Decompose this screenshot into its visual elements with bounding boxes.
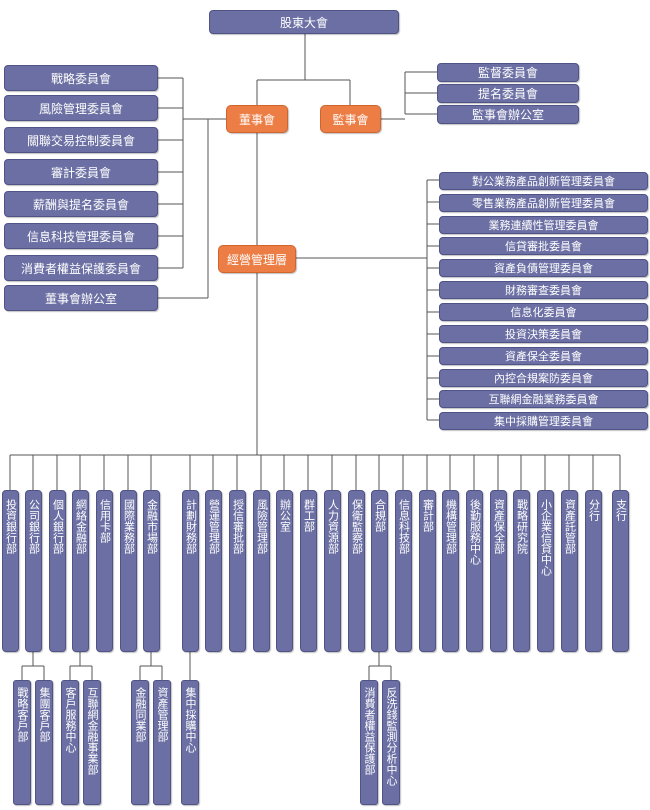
sub-department-label: 戰略客戶部 [16,687,29,742]
management-committee: 互聯網金融業務委員會 [439,390,648,408]
board-committee: 關聯交易控制委員會 [4,127,158,153]
board-committee: 消費者權益保護委員會 [4,255,158,281]
sub-department-box: 反洗錢監測分析中心 [382,680,400,805]
department-box: 資產保全部 [490,490,507,652]
sub-department-box: 客戶服務中心 [61,680,79,805]
department-label: 機構管理部 [444,499,458,554]
department-box: 信用卡部 [96,490,113,652]
department-label: 授信審批部 [231,499,245,554]
department-box: 授信審批部 [229,490,246,652]
department-box: 個人銀行部 [49,490,66,652]
department-label: 審計部 [421,499,435,532]
board-committee: 信息科技管理委員會 [4,223,158,249]
department-box: 審計部 [419,490,436,652]
sub-department-box: 消費者權益保護部 [360,680,378,805]
supervisor-committee: 監督委員會 [437,63,579,82]
board-of-supervisors: 監事會 [320,105,381,133]
sub-department-box: 互聯網金融事業部 [83,680,101,805]
sub-department-label: 集中採購中心 [184,687,197,753]
department-label: 信用卡部 [98,499,112,543]
sub-department-box: 集中採購中心 [181,680,199,805]
department-label: 個人銀行部 [51,499,65,554]
department-label: 網絡金融部 [74,499,88,554]
board-committee: 戰略委員會 [4,65,158,91]
department-label: 小企業信貸中心 [539,499,553,576]
sub-department-label: 金融同業部 [134,687,147,742]
board-committee: 風險管理委員會 [4,95,158,121]
department-label: 公司銀行部 [27,499,41,554]
department-box: 人力資源部 [324,490,341,652]
sub-department-box: 集團客戶部 [35,680,53,805]
management-committee: 投資決策委員會 [439,325,648,343]
branch-box: 分行 [585,490,602,652]
department-label: 人力資源部 [326,499,340,554]
sub-department-label: 客戶服務中心 [64,687,77,753]
department-label: 戰略研究院 [515,499,529,554]
department-label: 後勤服務中心 [468,499,482,565]
department-box: 群工部 [300,490,317,652]
department-box: 合規部 [371,490,388,652]
department-box: 戰略研究院 [513,490,530,652]
sub-department-box: 資產管理部 [153,680,171,805]
department-box: 資產託管部 [561,490,578,652]
department-label: 信息科技部 [397,499,411,554]
sub-department-label: 反洗錢監測分析中心 [385,687,398,786]
department-label: 群工部 [302,499,316,532]
department-box: 風險管理部 [253,490,270,652]
department-box: 網絡金融部 [72,490,89,652]
department-label: 計劃財務部 [184,499,198,554]
department-label: 金融市場部 [145,499,159,554]
board-committee: 審計委員會 [4,159,158,185]
management-committee: 集中採購管理委員會 [439,412,648,430]
department-box: 小企業信貸中心 [537,490,554,652]
management-committee: 對公業務產品創新管理委員會 [439,172,648,190]
department-label: 分行 [587,499,601,521]
sub-department-label: 消費者權益保護部 [363,687,376,775]
sub-department-label: 集團客戶部 [38,687,51,742]
management-committee: 資產負債管理委員會 [439,259,648,277]
department-label: 資產保全部 [492,499,506,554]
management-team: 經營管理層 [218,245,296,273]
department-box: 公司銀行部 [25,490,42,652]
sub-department-label: 互聯網金融事業部 [86,687,99,775]
management-committee: 信息化委員會 [439,303,648,321]
department-box: 金融市場部 [143,490,160,652]
department-box: 計劃財務部 [182,490,199,652]
department-label: 支行 [614,499,628,521]
department-label: 風險管理部 [255,499,269,554]
management-committee: 零售業務產品創新管理委員會 [439,194,648,212]
department-label: 資產託管部 [563,499,577,554]
sub-department-box: 戰略客戶部 [13,680,31,805]
sub-branch-box: 支行 [612,490,629,652]
board-office: 董事會辦公室 [4,285,158,311]
management-committee: 業務連續性管理委員會 [439,216,648,234]
department-label: 投資銀行部 [4,499,18,554]
department-label: 合規部 [373,499,387,532]
management-committee: 信貸審批委員會 [439,237,648,255]
department-box: 辦公室 [276,490,293,652]
department-box: 信息科技部 [395,490,412,652]
department-label: 營運管理部 [207,499,221,554]
shareholders-meeting: 股東大會 [209,10,399,34]
department-box: 後勤服務中心 [466,490,483,652]
supervisor-office: 監事會辦公室 [437,105,579,124]
department-box: 營運管理部 [205,490,222,652]
supervisor-committee: 提名委員會 [437,84,579,103]
department-box: 機構管理部 [442,490,459,652]
department-box: 投資銀行部 [2,490,19,652]
department-label: 辦公室 [278,499,292,532]
management-committee: 財務審查委員會 [439,281,648,299]
sub-department-box: 金融同業部 [131,680,149,805]
department-label: 保衛監察部 [350,499,364,554]
department-label: 國際業務部 [122,499,136,554]
management-committee: 資產保全委員會 [439,347,648,365]
department-box: 保衛監察部 [348,490,365,652]
management-committee: 內控合規案防委員會 [439,369,648,387]
board-of-directors: 董事會 [226,105,288,133]
board-committee: 薪酬與提名委員會 [4,191,158,217]
sub-department-label: 資產管理部 [156,687,169,742]
department-box: 國際業務部 [120,490,137,652]
